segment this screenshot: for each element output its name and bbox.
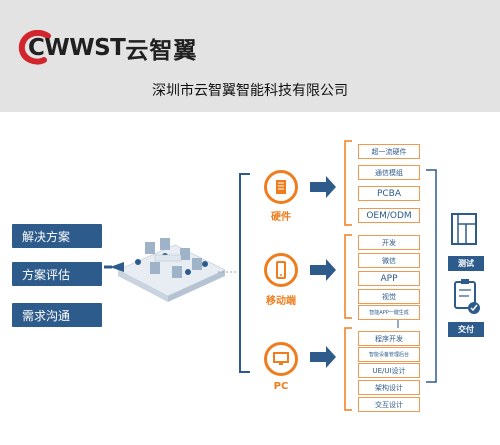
pc-monitor-icon xyxy=(264,342,298,376)
item-mobile: 视觉 xyxy=(358,289,420,304)
company-name: 深圳市云智翼智能科技有限公司 xyxy=(152,83,348,99)
arrow-hardware-icon xyxy=(310,176,336,198)
step-requirements: 需求沟通 xyxy=(12,303,102,327)
step-solution: 解决方案 xyxy=(12,224,102,248)
item-mobile: 微信 xyxy=(358,253,420,268)
step-evaluation: 方案评估 xyxy=(12,262,102,286)
item-mobile: APP xyxy=(358,271,420,286)
mobile-phone-icon xyxy=(264,253,298,287)
delivery-checklist-icon xyxy=(454,279,480,314)
item-hardware: 通信模组 xyxy=(358,165,420,180)
item-pc: 交互设计 xyxy=(358,397,420,412)
category-hardware-label: 硬件 xyxy=(271,212,291,223)
item-pc: 智能设备管理后台 xyxy=(358,347,420,362)
item-pc: 架构设计 xyxy=(358,380,420,395)
category-mobile-label: 移动端 xyxy=(266,296,296,307)
company-logo: CWWST 云智翼 xyxy=(18,30,198,66)
arrow-to-office-icon xyxy=(110,262,124,272)
test-panel-icon xyxy=(451,213,477,245)
hardware-chip-icon xyxy=(264,170,298,204)
arrow-pc-icon xyxy=(310,346,336,368)
item-mobile: 开发 xyxy=(358,235,420,250)
item-hardware: OEM/ODM xyxy=(358,208,420,223)
logo-swoosh-icon xyxy=(18,30,51,65)
logo-latin-text: CWWST xyxy=(28,35,126,61)
arrow-mobile-icon xyxy=(310,259,336,281)
outcome-test-label: 测试 xyxy=(448,256,484,271)
category-pc-label: PC xyxy=(273,381,289,392)
item-pc: 程序开发 xyxy=(358,331,420,346)
logo-chinese-text: 云智翼 xyxy=(125,38,198,64)
item-pc: UE/UI设计 xyxy=(358,363,420,378)
header-banner: CWWST 云智翼 深圳市云智翼智能科技有限公司 xyxy=(0,0,500,112)
outcome-delivery-label: 交付 xyxy=(448,322,484,337)
item-hardware: PCBA xyxy=(358,186,420,201)
item-mobile: 智能APP一键生成 xyxy=(358,305,420,320)
item-hardware: 超一流硬件 xyxy=(358,144,420,159)
office-illustration xyxy=(117,238,226,302)
